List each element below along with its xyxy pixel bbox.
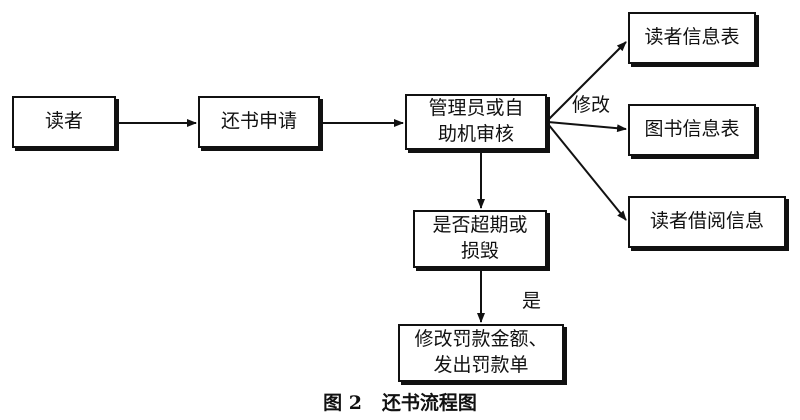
node-book-info-table: 图书信息表	[628, 104, 756, 156]
node-modify-fine: 修改罚款金额、 发出罚款单	[398, 324, 564, 382]
node-reader-info-table-label: 读者信息表	[644, 26, 740, 49]
node-admin-review-label: 管理员或自 助机审核	[428, 97, 524, 145]
arrow-review-to-book-info	[547, 121, 627, 133]
arrow-review-to-reader-info	[547, 41, 627, 121]
node-book-info-table-label: 图书信息表	[644, 118, 740, 141]
node-modify-fine-label: 修改罚款金额、 发出罚款单	[414, 328, 548, 376]
figure-caption: 图 2 还书流程图	[323, 392, 477, 414]
edge-label-modify: 修改	[572, 94, 611, 116]
node-return-request: 还书申请	[198, 96, 320, 148]
node-overdue-or-damaged: 是否超期或 损毁	[413, 210, 547, 268]
edge-label-yes: 是	[522, 290, 542, 312]
node-reader-borrow-info-label: 读者借阅信息	[649, 210, 764, 233]
node-reader-borrow-info: 读者借阅信息	[628, 196, 786, 248]
node-return-request-label: 还书申请	[220, 110, 297, 133]
arrow-review-to-borrow-info	[547, 123, 627, 221]
node-reader-info-table: 读者信息表	[628, 12, 756, 64]
node-overdue-or-damaged-label: 是否超期或 损毁	[432, 214, 528, 262]
node-admin-review: 管理员或自 助机审核	[405, 94, 547, 150]
node-reader: 读者	[12, 96, 116, 148]
node-reader-label: 读者	[44, 110, 83, 133]
